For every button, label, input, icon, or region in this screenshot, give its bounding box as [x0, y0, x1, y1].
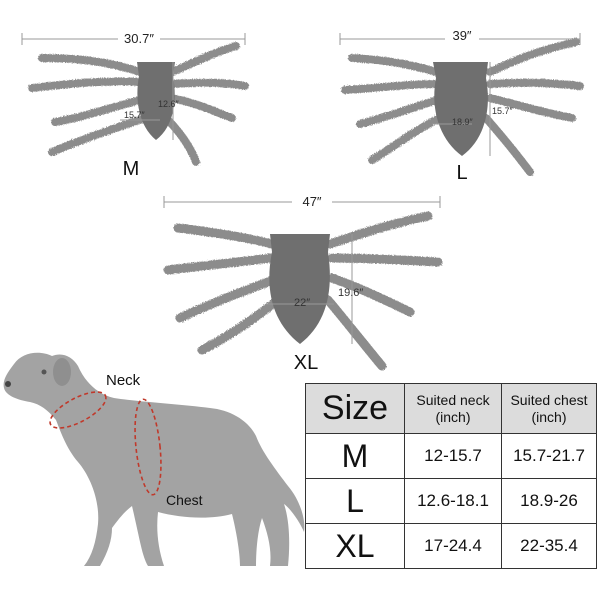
spider-l-length-label: 15.7″	[492, 106, 514, 116]
size-cell: M	[305, 433, 405, 479]
chest-label: Chest	[166, 492, 203, 508]
chest-cell: 22-35.4	[501, 523, 597, 569]
chest-cell: 15.7-21.7	[501, 433, 597, 479]
neck-label: Neck	[106, 372, 141, 389]
spider-xl-costume: 47″ 19.6″ 22″ XL	[163, 192, 443, 374]
spider-m-length-label: 12.6″	[158, 99, 180, 109]
size-chart-header-row: Size Suited neck (inch) Suited chest (in…	[305, 383, 597, 434]
spider-l-costume: 39″ 15.7″ 18.9″ L	[339, 26, 584, 184]
size-chart-table: Size Suited neck (inch) Suited chest (in…	[305, 383, 597, 569]
neck-cell: 17-24.4	[404, 523, 502, 569]
neck-cell: 12-15.7	[404, 433, 502, 479]
table-row: L 12.6-18.1 18.9-26	[305, 478, 597, 524]
spider-l-chest-label: 18.9″	[452, 117, 474, 127]
table-row: M 12-15.7 15.7-21.7	[305, 433, 597, 479]
size-cell: L	[305, 478, 405, 524]
spider-xl-length-label: 19.6″	[338, 287, 363, 299]
spider-xl-size-label: XL	[294, 352, 318, 374]
spider-xl-chest-label: 22″	[294, 297, 310, 309]
chest-measure-ellipse	[134, 398, 162, 496]
dog-eye	[41, 369, 47, 375]
chest-cell: 18.9-26	[501, 478, 597, 524]
dog-silhouette	[3, 352, 305, 566]
neck-cell: 12.6-18.1	[404, 478, 502, 524]
spider-m-costume: 30.7″ 12.6″ 15.7″ M	[21, 29, 249, 180]
dog-ear	[53, 358, 71, 386]
dog-nose	[5, 381, 11, 387]
spider-m-chest-label: 15.7″	[124, 110, 146, 120]
spider-xl-legs	[163, 211, 443, 371]
neck-column-header: Suited neck (inch)	[404, 383, 502, 434]
spider-l-size-label: L	[456, 162, 467, 184]
neck-measure-ellipse	[49, 391, 107, 429]
chest-column-header: Suited chest (inch)	[501, 383, 597, 434]
table-row: XL 17-24.4 22-35.4	[305, 523, 597, 569]
spider-l-body	[433, 62, 488, 156]
spider-l-width-label: 39″	[452, 28, 471, 43]
spider-xl-body	[269, 234, 330, 344]
spider-m-legs	[28, 42, 249, 166]
size-cell: XL	[305, 523, 405, 569]
spider-l-legs	[341, 38, 584, 176]
spider-m-size-label: M	[123, 158, 140, 180]
size-column-header: Size	[305, 383, 405, 434]
spider-m-width-label: 30.7″	[124, 31, 154, 46]
spider-xl-width-label: 47″	[302, 194, 321, 209]
